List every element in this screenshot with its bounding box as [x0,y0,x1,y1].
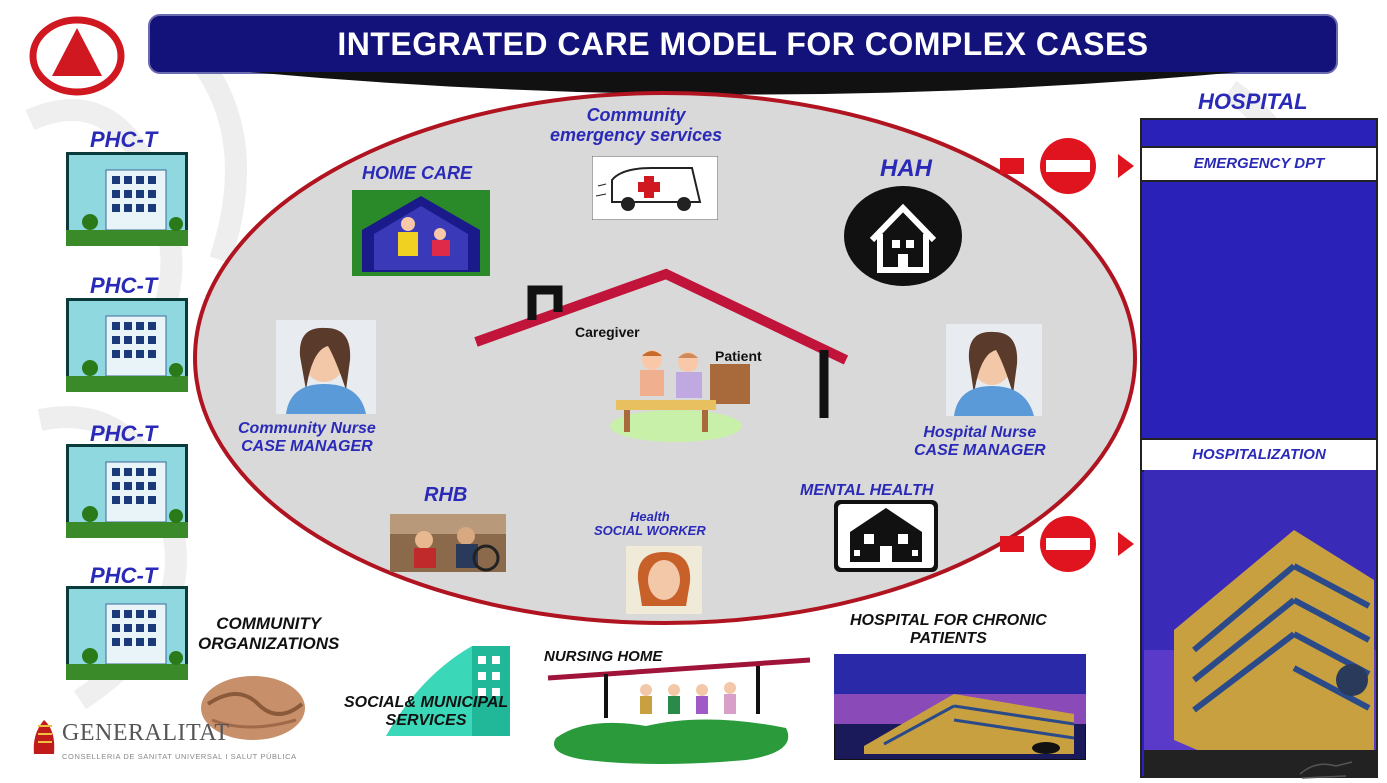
hospital-heading: HOSPITAL [1198,89,1308,114]
no-entry-icon-bottom [1000,516,1134,572]
ambulance-icon [592,156,718,220]
warning-triangle-icon [29,16,125,96]
page-title: INTEGRATED CARE MODEL FOR COMPLEX CASES [337,25,1149,62]
social-services-label: SOCIAL& MUNICIPAL SERVICES [344,694,509,730]
hospital-nurse-label: Hospital Nurse CASE MANAGER [914,424,1046,459]
generalitat-emblem [33,720,55,754]
chronic-hospital-illustration [834,654,1086,760]
emergency-dpt-label: EMERGENCY DPT [1193,155,1325,172]
caregiver-tag: Caregiver [565,318,650,346]
hospital-building-illustration [1144,470,1376,776]
hospital-panel: EMERGENCY DPT HOSPITALIZATION [1140,118,1378,778]
hospitalization-label: HOSPITALIZATION [1192,446,1326,463]
handshake-icon [201,676,305,740]
emergency-dpt-band: EMERGENCY DPT [1142,146,1376,182]
hospital-nurse-photo [946,324,1042,416]
chronic-hospital-label: HOSPITAL FOR CHRONIC PATIENTS [850,612,1047,648]
phc-building-icon-3 [66,444,188,538]
emergency-services-label: Community emergency services [550,105,723,145]
community-nurse-photo [276,320,376,414]
phc-t-label-4: PHC-T [90,563,158,588]
hospitalization-band: HOSPITALIZATION [1142,438,1376,472]
mental-health-label: MENTAL HEALTH [800,482,934,499]
central-house-icon [474,268,849,418]
phc-t-label-3: PHC-T [90,421,158,446]
generalitat-name: GENERALITAT [62,720,230,746]
title-banner: INTEGRATED CARE MODEL FOR COMPLEX CASES [148,14,1338,74]
rhb-photo [390,514,506,572]
social-services-icon [386,646,510,736]
phc-building-icon-2 [66,298,188,392]
phc-building-icon-4 [66,586,188,680]
phc-building-icon-1 [66,152,188,246]
social-worker-label: Health SOCIAL WORKER [594,509,706,539]
hand-icon [1299,761,1353,779]
mental-health-house-icon [834,500,938,572]
title-shadow [250,72,1240,95]
community-orgs-label: COMMUNITY ORGANIZATIONS [198,614,340,653]
rhb-label: RHB [424,484,468,506]
hah-label: HAH [880,155,932,182]
phc-t-label-2: PHC-T [90,273,158,298]
phc-t-label-1: PHC-T [90,127,158,152]
no-entry-icon-top [1000,138,1134,194]
nursing-home-illustration [547,657,811,764]
generalitat-subtitle: CONSELLERIA DE SANITAT UNIVERSAL I SALUT… [62,752,297,761]
home-care-icon [352,190,490,276]
home-care-label: HOME CARE [362,163,473,183]
nursing-home-label: NURSING HOME [544,648,663,665]
social-worker-photo [626,546,702,614]
community-nurse-label: Community Nurse CASE MANAGER [238,420,376,455]
patient-care-illustration [610,350,750,442]
hah-house-icon [844,186,962,286]
